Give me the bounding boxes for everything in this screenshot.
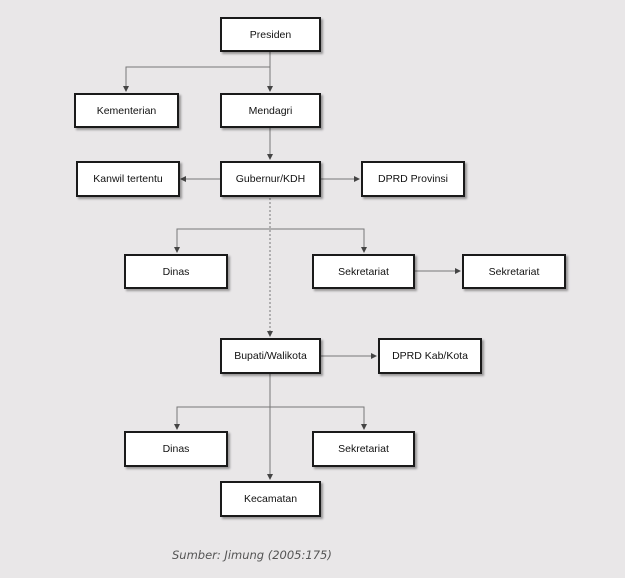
node-presiden: Presiden: [220, 17, 321, 52]
source-caption: Sumber: Jimung (2005:175): [172, 548, 332, 562]
node-sekretariat-provinsi-2: Sekretariat: [462, 254, 566, 289]
node-kanwil: Kanwil tertentu: [76, 161, 180, 197]
node-kecamatan: Kecamatan: [220, 481, 321, 517]
edge-bupati-sekretariat-kab: [270, 406, 367, 430]
edge-presiden-kementerian: [123, 52, 271, 92]
node-gubernur: Gubernur/KDH: [220, 161, 321, 197]
node-mendagri: Mendagri: [220, 93, 321, 128]
node-dprd-provinsi: DPRD Provinsi: [361, 161, 465, 197]
node-bupati: Bupati/Walikota: [220, 338, 321, 374]
node-dinas-kab: Dinas: [124, 431, 228, 467]
edge-gubernur-sekretariat-prov: [270, 228, 367, 253]
node-kementerian: Kementerian: [74, 93, 179, 128]
node-sekretariat-kab: Sekretariat: [312, 431, 415, 467]
node-dprd-kab: DPRD Kab/Kota: [378, 338, 482, 374]
edge-bupati-dinas-kab: [174, 406, 270, 430]
edge-gubernur-dinas-prov: [174, 228, 270, 253]
node-dinas-provinsi: Dinas: [124, 254, 228, 289]
node-sekretariat-provinsi: Sekretariat: [312, 254, 415, 289]
